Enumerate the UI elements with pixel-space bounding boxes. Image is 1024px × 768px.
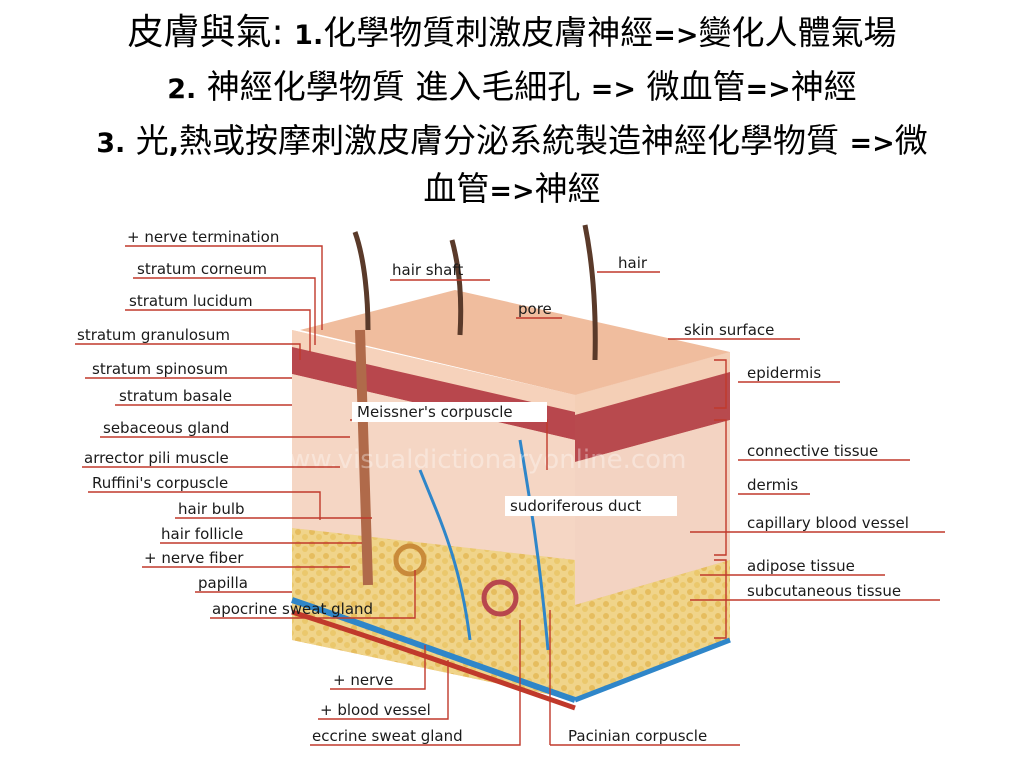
title-line-3: 3. 光,熱或按摩刺激皮膚分泌系統製造神經化學物質 =>微 (0, 118, 1024, 167)
hair-shaft-drawing (352, 231, 371, 331)
label-hair: hair (618, 254, 648, 272)
label-nerve-fiber: + nerve fiber (144, 549, 244, 567)
watermark-text: www.visualdictionaryonline.com (268, 445, 686, 475)
label-papilla: papilla (198, 574, 248, 592)
title-tail-4: 神經 (534, 169, 601, 208)
label-hair-shaft: hair shaft (392, 261, 463, 279)
label-hair-bulb: hair bulb (178, 500, 245, 518)
label-sudoriferous-duct: sudoriferous duct (510, 497, 641, 515)
label-box-sudoriferous (505, 496, 677, 516)
title-num-1: 1. (294, 20, 324, 51)
title-line-1: 皮膚與氣: 1.化學物質刺激皮膚神經=>變化人體氣場 (0, 10, 1024, 59)
label-stratum-basale: stratum basale (119, 387, 232, 405)
label-arrector-pili-muscle: arrector pili muscle (84, 449, 229, 467)
label-stratum-spinosum: stratum spinosum (92, 360, 228, 378)
label-subcutaneous-tissue: subcutaneous tissue (747, 582, 901, 600)
label-stratum-granulosum: stratum granulosum (77, 326, 230, 344)
label-pore: pore (518, 300, 552, 318)
label-epidermis: epidermis (747, 364, 821, 382)
title-text-4: 血管 (423, 169, 490, 208)
label-ruffinis-corpuscle: Ruffini's corpuscle (92, 474, 228, 492)
label-nerve-termination: + nerve termination (127, 228, 279, 246)
title-num-2: 2. (167, 74, 197, 105)
label-adipose-tissue: adipose tissue (747, 557, 855, 575)
title-arrow-4: => (489, 176, 535, 207)
label-skin-surface: skin surface (684, 321, 774, 339)
label-meissners-corpuscle: Meissner's corpuscle (357, 403, 513, 421)
leader-lines-left (75, 245, 416, 619)
title-text-2: 神經化學物質 進入毛細孔 (206, 67, 581, 106)
title-tail-1: 變化人體氣場 (698, 13, 897, 52)
hair-drawing-3 (582, 224, 598, 361)
label-apocrine-sweat-gland: apocrine sweat gland (212, 600, 373, 618)
label-capillary-blood-vessel: capillary blood vessel (747, 514, 909, 532)
label-stratum-lucidum: stratum lucidum (129, 292, 253, 310)
title-tail-2: 神經 (790, 67, 857, 106)
title-word-3: 光 (135, 121, 169, 160)
label-sebaceous-gland: sebaceous gland (103, 419, 229, 437)
title-arrow-2b: => (745, 74, 791, 105)
hair-drawing-2 (449, 239, 464, 336)
skin-top-surface (300, 290, 730, 395)
label-connective-tissue: connective tissue (747, 442, 878, 460)
label-stratum-corneum: stratum corneum (137, 260, 267, 278)
title-line-2: 2. 神經化學物質 進入毛細孔 => 微血管=>神經 (0, 64, 1024, 113)
title-arrow-1: => (653, 20, 699, 51)
title-arrow-3: => (849, 128, 895, 159)
title-tail-3: 微 (894, 121, 928, 160)
label-box-meissner (352, 402, 547, 422)
title-text-1: 化學物質刺激皮膚神經 (323, 13, 654, 52)
label-blood-vessel: + blood vessel (320, 701, 431, 719)
label-nerve: + nerve (333, 671, 393, 689)
label-pacinian-corpuscle: Pacinian corpuscle (568, 727, 707, 745)
title-text-3: 熱或按摩刺激皮膚分泌系統製造神經化學物質 (179, 121, 840, 160)
title-heading: 皮膚與氣: (127, 12, 284, 53)
label-dermis: dermis (747, 476, 798, 494)
title-mid-2: 微血管 (646, 67, 746, 106)
label-hair-follicle: hair follicle (161, 525, 243, 543)
title-num-3: 3. (96, 128, 126, 159)
label-eccrine-sweat-gland: eccrine sweat gland (312, 727, 463, 745)
title-arrow-2a: => (590, 74, 637, 105)
title-comma-3: , (168, 128, 180, 159)
title-line-4: 血管=>神經 (0, 166, 1024, 215)
